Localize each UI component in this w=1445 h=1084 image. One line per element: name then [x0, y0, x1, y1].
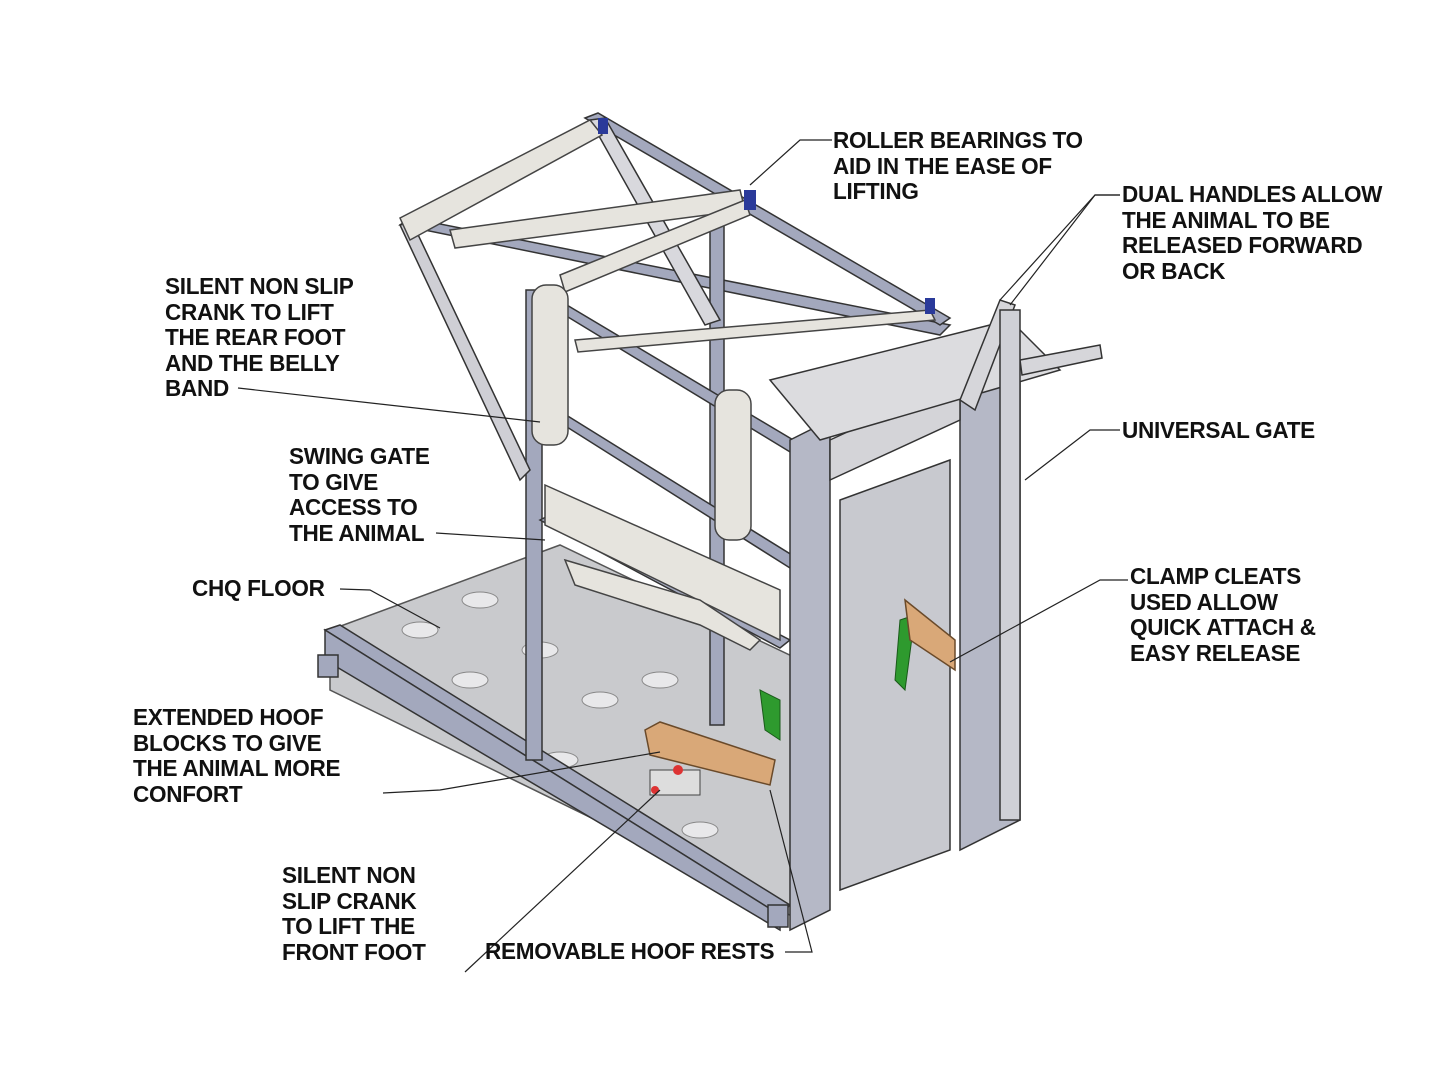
callout-line: REMOVABLE HOOF RESTS	[485, 938, 775, 964]
callout-line: CHQ FLOOR	[192, 575, 325, 601]
callout-hoof-rests: REMOVABLE HOOF RESTS	[485, 938, 775, 965]
callout-line: FRONT FOOT	[282, 938, 426, 965]
headgate	[768, 299, 1103, 932]
callout-line: THE ANIMAL MORE	[133, 755, 341, 781]
callout-line: BAND	[165, 375, 229, 401]
callout-line: EASY RELEASE	[1130, 639, 1301, 666]
callout-line: THE ANIMAL	[289, 519, 425, 546]
callout-line: TO GIVE	[289, 468, 378, 495]
callout-line: SILENT NON SLIP	[165, 273, 354, 299]
callout-dual-handles: DUAL HANDLES ALLOW THE ANIMAL TO BE RELE…	[1122, 181, 1383, 284]
callout-line: AND THE BELLY	[165, 349, 340, 376]
callout-line: ROLLER BEARINGS TO	[833, 127, 1083, 153]
callout-rear-crank: SILENT NON SLIP CRANK TO LIFT THE REAR F…	[165, 273, 354, 402]
callout-line: THE REAR FOOT	[165, 324, 346, 350]
callout-line: USED ALLOW	[1130, 588, 1278, 615]
callout-floor: CHQ FLOOR	[192, 575, 325, 602]
hoof-rest	[649, 765, 701, 796]
callout-line: RELEASED FORWARD	[1122, 232, 1363, 258]
callout-hoof-blocks: EXTENDED HOOF BLOCKS TO GIVE THE ANIMAL …	[133, 704, 341, 807]
callout-roller-bearings: ROLLER BEARINGS TO AID IN THE EASE OF LI…	[833, 127, 1083, 205]
hoof-blocks	[644, 598, 956, 786]
roller-tubes	[399, 119, 937, 651]
callout-line: DUAL HANDLES ALLOW	[1122, 181, 1383, 207]
callout-line: AID IN THE EASE OF	[833, 152, 1052, 179]
callout-line: ACCESS TO	[289, 494, 418, 520]
callout-line: EXTENDED HOOF	[133, 704, 324, 730]
bearings	[598, 118, 935, 314]
callout-line: CRANK TO LIFT	[165, 298, 334, 325]
callout-line: LIFTING	[833, 178, 919, 204]
callout-clamp-cleats: CLAMP CLEATS USED ALLOW QUICK ATTACH & E…	[1130, 563, 1316, 666]
callout-line: SLIP CRANK	[282, 887, 417, 914]
callout-universal-gate: UNIVERSAL GATE	[1122, 417, 1315, 444]
callout-swing-gate: SWING GATE TO GIVE ACCESS TO THE ANIMAL	[289, 443, 430, 546]
callout-line: UNIVERSAL GATE	[1122, 417, 1315, 443]
callout-line: QUICK ATTACH &	[1130, 614, 1316, 640]
callout-line: CONFORT	[133, 780, 243, 807]
callout-line: BLOCKS TO GIVE	[133, 729, 322, 756]
callout-line: TO LIFT THE	[282, 913, 415, 939]
callout-line: SILENT NON	[282, 862, 416, 888]
callout-front-crank: SILENT NON SLIP CRANK TO LIFT THE FRONT …	[282, 862, 426, 965]
callout-line: SWING GATE	[289, 443, 430, 469]
callout-line: CLAMP CLEATS	[1130, 563, 1301, 589]
callout-line: THE ANIMAL TO BE	[1122, 206, 1330, 233]
leader-lines	[237, 139, 1128, 973]
callout-line: OR BACK	[1122, 257, 1226, 284]
